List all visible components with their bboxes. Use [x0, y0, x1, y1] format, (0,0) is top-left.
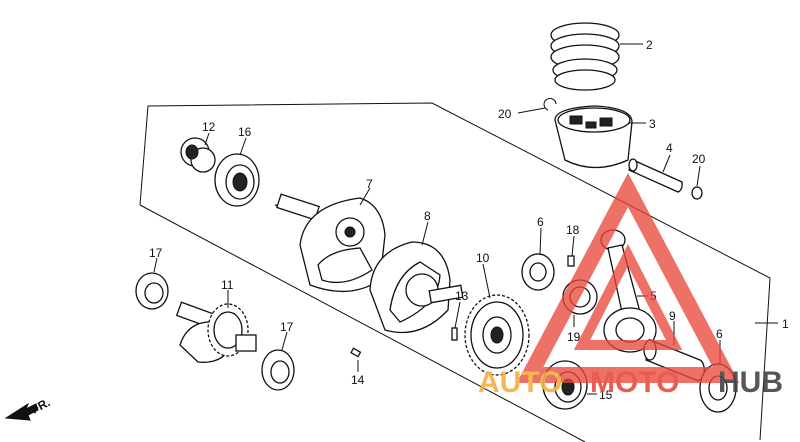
callout-9: 9: [669, 309, 676, 323]
piston-pin: [628, 158, 683, 193]
callout-13: 13: [455, 289, 469, 303]
leader-lines: [153, 43, 778, 395]
balancer-key: [350, 347, 362, 358]
front-direction-arrow: FR.: [4, 395, 53, 421]
direction-label: FR.: [29, 395, 53, 416]
callout-20-upper: 20: [498, 107, 512, 121]
callout-4: 4: [666, 141, 673, 155]
callout-15: 15: [599, 388, 613, 402]
oil-seal: [180, 137, 216, 173]
callout-18: 18: [566, 223, 580, 237]
callout-7: 7: [366, 177, 373, 191]
piston-pin-clip-lower: [691, 186, 703, 200]
balancer-bearing-left: [135, 272, 169, 310]
callout-3: 3: [649, 117, 656, 131]
callout-6-lower: 6: [716, 327, 723, 341]
assembly-outline: [139, 102, 771, 442]
callout-17-left: 17: [149, 246, 163, 260]
callout-12: 12: [202, 120, 216, 134]
callout-2: 2: [646, 38, 653, 52]
watermark-text-auto: AUTO: [478, 366, 562, 399]
crank-pin-dowel: [567, 255, 575, 267]
callout-11: 11: [221, 278, 234, 292]
crankshaft-right-half: [369, 241, 464, 334]
watermark-text-moto: MOTO: [590, 366, 679, 399]
piston-rings: [550, 22, 620, 91]
thrust-washer-upper: [521, 253, 555, 291]
watermark: AUTO MOTO HUB: [478, 172, 783, 399]
watermark-text-hub: HUB: [718, 366, 783, 399]
callout-8: 8: [424, 209, 431, 223]
woodruff-key: [451, 327, 458, 341]
callout-labels: 2 3 20 4 20 12 16 7 8 6 18 10 13 5 19 9 …: [149, 38, 789, 402]
crankshaft-left-half: [274, 193, 386, 293]
callout-14: 14: [351, 373, 365, 387]
callout-6-upper: 6: [537, 215, 544, 229]
callout-20-lower: 20: [692, 152, 706, 166]
callout-1: 1: [782, 317, 789, 331]
callout-17-right: 17: [280, 320, 294, 334]
watermark-triangle-logo: [516, 172, 740, 383]
balancer-shaft: [175, 301, 257, 363]
callout-16: 16: [238, 125, 252, 139]
callout-10: 10: [476, 251, 490, 265]
arrow-icon: [4, 402, 39, 421]
piston-pin-clip-upper: [543, 97, 557, 111]
main-bearing-left: [214, 153, 260, 207]
balancer-bearing-right: [261, 349, 295, 391]
primary-drive-gear: [464, 294, 530, 376]
callout-19: 19: [567, 330, 581, 344]
piston: [554, 105, 633, 169]
